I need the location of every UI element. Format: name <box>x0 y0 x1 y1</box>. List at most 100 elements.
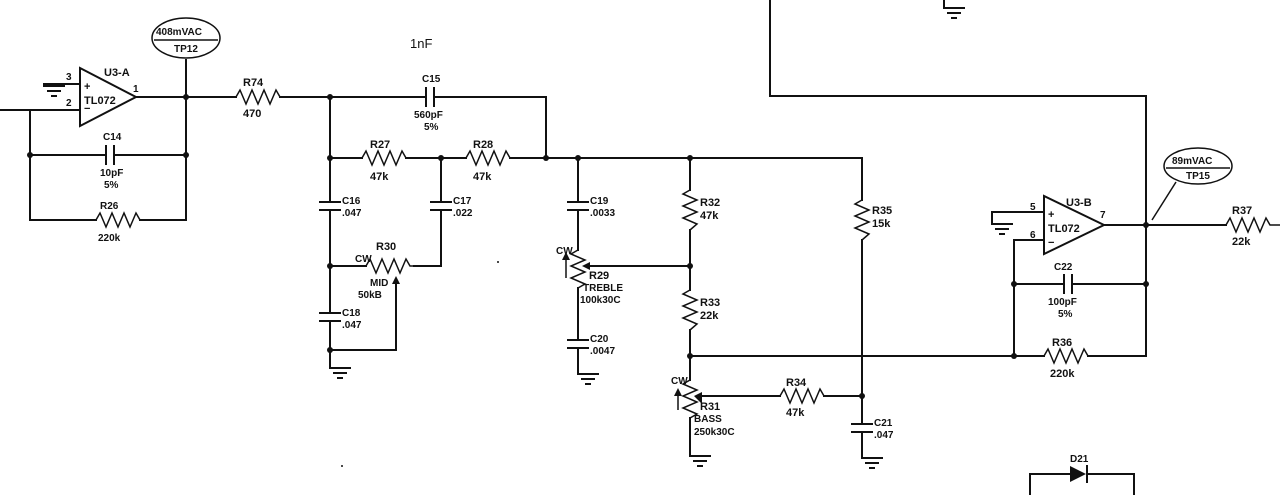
svg-text:10pF: 10pF <box>100 168 123 179</box>
svg-text:R36: R36 <box>1052 337 1072 349</box>
ground-icon <box>577 373 599 385</box>
resistor-r36: R36 220k <box>1043 337 1089 380</box>
testpoint-tp15: 89mVAC TP15 <box>1151 147 1233 221</box>
svg-text:C14: C14 <box>103 132 122 143</box>
svg-text:22k: 22k <box>700 310 719 322</box>
svg-text:408mVAC: 408mVAC <box>156 27 202 38</box>
resistor-r27: R27 47k <box>361 139 407 183</box>
svg-text:MID: MID <box>370 278 388 289</box>
resistor-r26: R26 220k <box>95 201 141 244</box>
potentiometer-r30: R30 CW MID 50kB <box>355 241 414 351</box>
potentiometer-r29: R29 CW TREBLE 100k30C <box>556 246 691 306</box>
svg-text:1: 1 <box>133 84 139 95</box>
svg-text:.047: .047 <box>342 320 362 331</box>
svg-text:47k: 47k <box>473 171 492 183</box>
svg-text:R27: R27 <box>370 139 390 151</box>
annotation-note: 1nF <box>410 36 432 51</box>
svg-text:−: − <box>84 103 90 115</box>
svg-text:U3-A: U3-A <box>104 67 130 79</box>
svg-text:5%: 5% <box>1058 309 1073 320</box>
svg-text:47k: 47k <box>786 407 805 419</box>
capacitor-c17: C17 .022 <box>430 196 473 219</box>
svg-text:15k: 15k <box>872 218 891 230</box>
svg-text:470: 470 <box>243 108 261 120</box>
svg-text:+: + <box>1048 209 1054 221</box>
svg-text:47k: 47k <box>370 171 389 183</box>
capacitor-c16: C16 .047 <box>319 196 362 219</box>
svg-text:CW: CW <box>355 254 372 265</box>
svg-text:R74: R74 <box>243 77 264 89</box>
svg-text:5: 5 <box>1030 202 1036 213</box>
ground-icon <box>43 85 65 97</box>
svg-text:R28: R28 <box>473 139 493 151</box>
svg-text:6: 6 <box>1030 230 1036 241</box>
svg-text:R32: R32 <box>700 197 720 209</box>
resistor-r33: R33 22k <box>681 289 720 331</box>
svg-text:.0033: .0033 <box>590 208 615 219</box>
svg-text:22k: 22k <box>1232 236 1251 248</box>
capacitor-c14: C14 10pF 5% <box>99 132 123 191</box>
ground-icon <box>991 223 1013 235</box>
svg-text:C17: C17 <box>453 196 472 207</box>
resistor-r37: R37 22k <box>1225 205 1280 248</box>
svg-text:50kB: 50kB <box>358 290 382 301</box>
svg-text:C18: C18 <box>342 308 361 319</box>
svg-text:BASS: BASS <box>694 414 722 425</box>
capacitor-c22: C22 100pF 5% <box>1048 262 1077 320</box>
svg-text:C16: C16 <box>342 196 361 207</box>
svg-text:220k: 220k <box>98 233 121 244</box>
u3b-opamp: + − TL072 U3-B 5 6 7 <box>1030 194 1107 256</box>
svg-text:5%: 5% <box>104 180 119 191</box>
svg-text:5%: 5% <box>424 122 439 133</box>
svg-text:.022: .022 <box>453 208 473 219</box>
svg-text:TP12: TP12 <box>174 44 198 55</box>
svg-text:2: 2 <box>66 98 72 109</box>
svg-text:R34: R34 <box>786 377 807 389</box>
svg-text:D21: D21 <box>1070 454 1089 465</box>
svg-text:R26: R26 <box>100 201 119 212</box>
capacitor-c15: C15 560pF 5% <box>414 74 443 133</box>
svg-text:TL072: TL072 <box>84 95 116 107</box>
resistor-r34: R34 47k <box>779 377 825 419</box>
svg-text:7: 7 <box>1100 210 1106 221</box>
ground-icon <box>689 455 711 467</box>
svg-text:TREBLE: TREBLE <box>583 283 623 294</box>
svg-text:250k30C: 250k30C <box>694 427 735 438</box>
svg-text:560pF: 560pF <box>414 110 443 121</box>
svg-text:220k: 220k <box>1050 368 1075 380</box>
svg-text:R29: R29 <box>589 270 609 282</box>
svg-text:C15: C15 <box>422 74 441 85</box>
svg-text:C20: C20 <box>590 334 609 345</box>
ground-icon <box>861 457 883 469</box>
svg-text:U3-B: U3-B <box>1066 197 1092 209</box>
u3a-opamp: + − TL072 U3-A 3 2 1 <box>66 66 139 128</box>
resistor-r74: R74 470 <box>185 77 331 120</box>
capacitor-c21: C21 .047 <box>851 418 894 441</box>
svg-text:C22: C22 <box>1054 262 1073 273</box>
svg-text:.0047: .0047 <box>590 346 615 357</box>
capacitor-c18: C18 .047 <box>319 308 362 331</box>
svg-text:R31: R31 <box>700 401 720 413</box>
diode-d21: D21 <box>1029 454 1135 495</box>
svg-text:.047: .047 <box>874 430 894 441</box>
resistor-r28: R28 47k <box>465 139 511 183</box>
svg-text:C19: C19 <box>590 196 609 207</box>
testpoint-tp12: 408mVAC TP12 <box>151 17 221 59</box>
svg-text:CW: CW <box>671 376 688 387</box>
svg-text:CW: CW <box>556 246 573 257</box>
svg-text:.047: .047 <box>342 208 362 219</box>
svg-text:3: 3 <box>66 72 72 83</box>
resistor-r35: R35 15k <box>853 199 892 241</box>
svg-text:R37: R37 <box>1232 205 1252 217</box>
capacitor-c20: C20 .0047 <box>567 334 615 357</box>
svg-text:−: − <box>1048 237 1054 249</box>
ground-icon <box>329 367 351 379</box>
svg-text:R30: R30 <box>376 241 396 253</box>
potentiometer-r31: R31 CW BASS 250k30C <box>671 376 781 438</box>
svg-text:47k: 47k <box>700 210 719 222</box>
svg-text:R33: R33 <box>700 297 720 309</box>
resistor-r32: R32 47k <box>681 189 720 231</box>
svg-text:TL072: TL072 <box>1048 223 1080 235</box>
ground-icon <box>943 7 965 19</box>
